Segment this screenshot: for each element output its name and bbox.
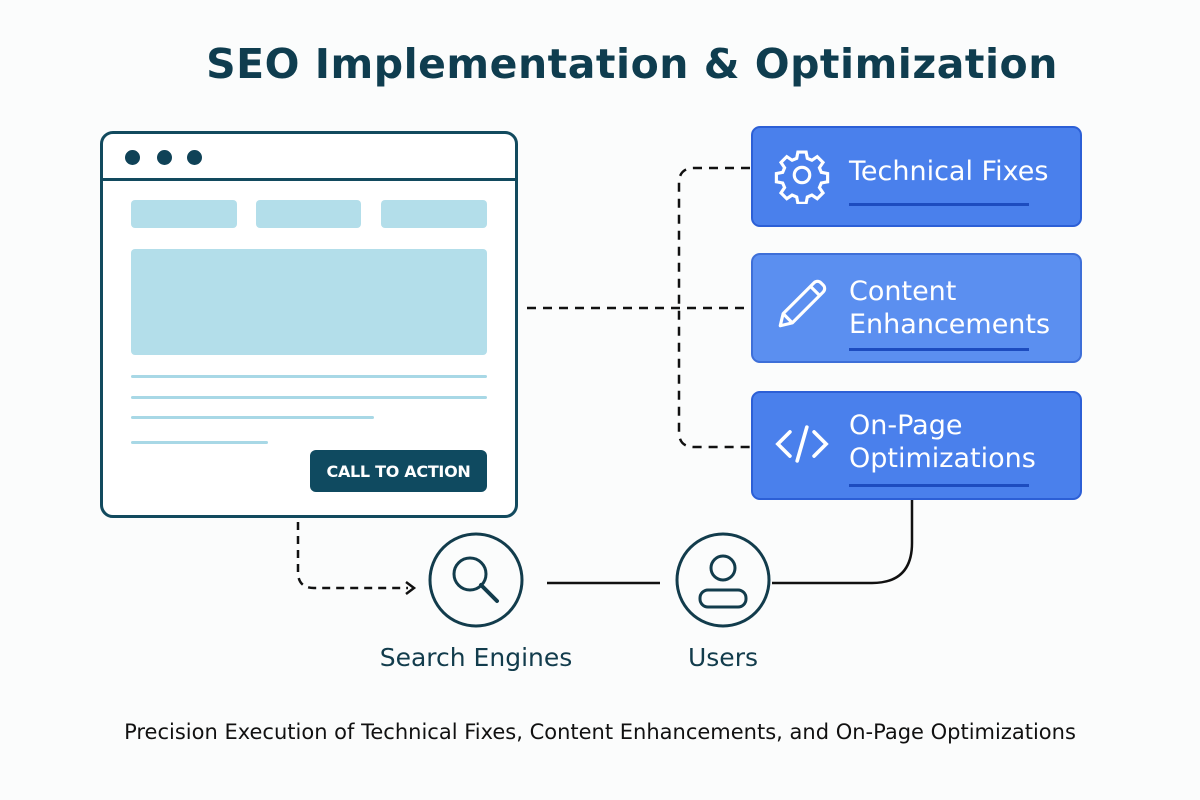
card-label: Technical Fixes: [849, 156, 1049, 187]
browser-mockup: CALL TO ACTION: [100, 131, 518, 518]
hero-placeholder: [131, 249, 487, 355]
text-line-placeholder: [131, 416, 374, 419]
search-engines-label: Search Engines: [379, 643, 573, 672]
search-engines-node: [428, 532, 524, 628]
nav-placeholder: [381, 200, 487, 228]
arrow-head: [405, 581, 417, 595]
users-node: [675, 532, 771, 628]
window-dot: [187, 150, 202, 165]
card-underline: [849, 484, 1029, 487]
pencil-icon: [778, 279, 827, 328]
card-label-line2: Optimizations: [849, 443, 1036, 474]
dashed-connector-browser-to-search: [296, 522, 408, 590]
caption: Precision Execution of Technical Fixes, …: [124, 720, 1076, 744]
title-bar-divider: [103, 178, 515, 181]
window-dot: [157, 150, 172, 165]
card-label-line1: Content: [849, 276, 957, 307]
line-users-to-onpage: [772, 500, 914, 585]
card-underline: [849, 348, 1029, 351]
card-on-page-optimizations: On-Page Optimizations: [751, 391, 1082, 500]
page-title: SEO Implementation & Optimization: [206, 40, 1058, 88]
users-label: Users: [687, 643, 758, 672]
call-to-action-button[interactable]: CALL TO ACTION: [310, 450, 487, 492]
gear-icon: [774, 150, 830, 204]
window-dot: [125, 150, 140, 165]
code-icon: [775, 425, 829, 463]
nav-placeholder: [256, 200, 361, 228]
text-line-placeholder: [131, 396, 487, 399]
user-icon: [698, 554, 748, 609]
card-content-enhancements: Content Enhancements: [751, 253, 1082, 363]
card-technical-fixes: Technical Fixes: [751, 126, 1082, 227]
card-label-line2: Enhancements: [849, 309, 1051, 340]
card-label-line1: On-Page: [849, 410, 963, 441]
text-line-placeholder: [131, 375, 487, 378]
nav-placeholder: [131, 200, 237, 228]
card-underline: [849, 203, 1029, 206]
text-line-placeholder: [131, 441, 268, 444]
search-icon: [452, 556, 488, 592]
